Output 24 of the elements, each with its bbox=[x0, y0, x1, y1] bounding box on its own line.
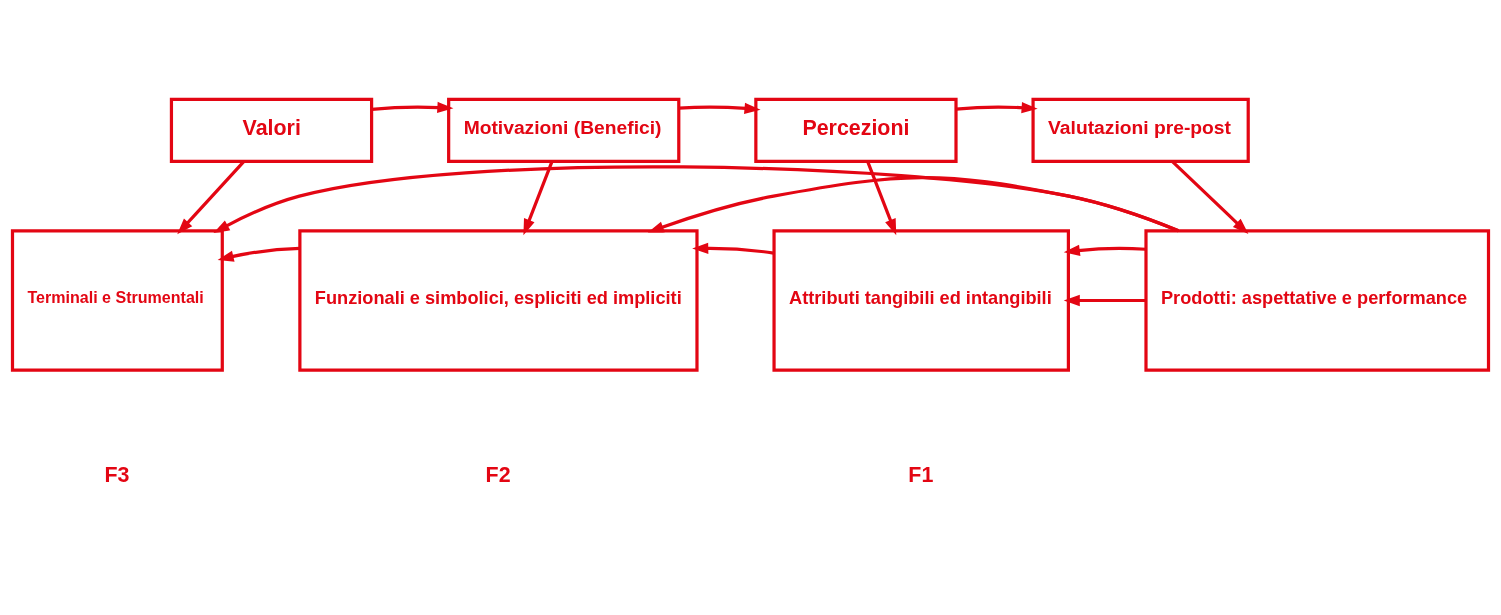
arrow bbox=[217, 246, 300, 262]
node-box: Valori bbox=[169, 97, 374, 163]
node-box: Percezioni bbox=[754, 97, 958, 163]
label: F2 bbox=[485, 462, 511, 487]
arrow bbox=[371, 101, 454, 113]
arrow bbox=[678, 102, 761, 114]
label: F3 bbox=[104, 462, 130, 487]
node-box: Prodotti: aspettative e performance bbox=[1144, 228, 1491, 372]
node-box: Valutazioni pre-post bbox=[1031, 97, 1250, 163]
label: F1 bbox=[908, 462, 934, 487]
arrow bbox=[1063, 244, 1146, 256]
arrow bbox=[523, 160, 554, 235]
arrow bbox=[213, 164, 1180, 233]
arrow bbox=[1171, 159, 1249, 234]
arrow bbox=[955, 101, 1038, 113]
arrow bbox=[866, 160, 897, 235]
node-box: Funzionali e simbolici, espliciti ed impliciti bbox=[298, 228, 699, 372]
node-box: Terminali e Strumentali bbox=[10, 228, 224, 372]
arrow bbox=[647, 175, 1180, 233]
arrow bbox=[177, 159, 246, 234]
arrow bbox=[1063, 294, 1146, 306]
node-box: Motivazioni (Benefici) bbox=[447, 97, 681, 163]
node-box: Attributi tangibili ed intangibili bbox=[772, 228, 1070, 372]
arrow bbox=[692, 242, 774, 255]
